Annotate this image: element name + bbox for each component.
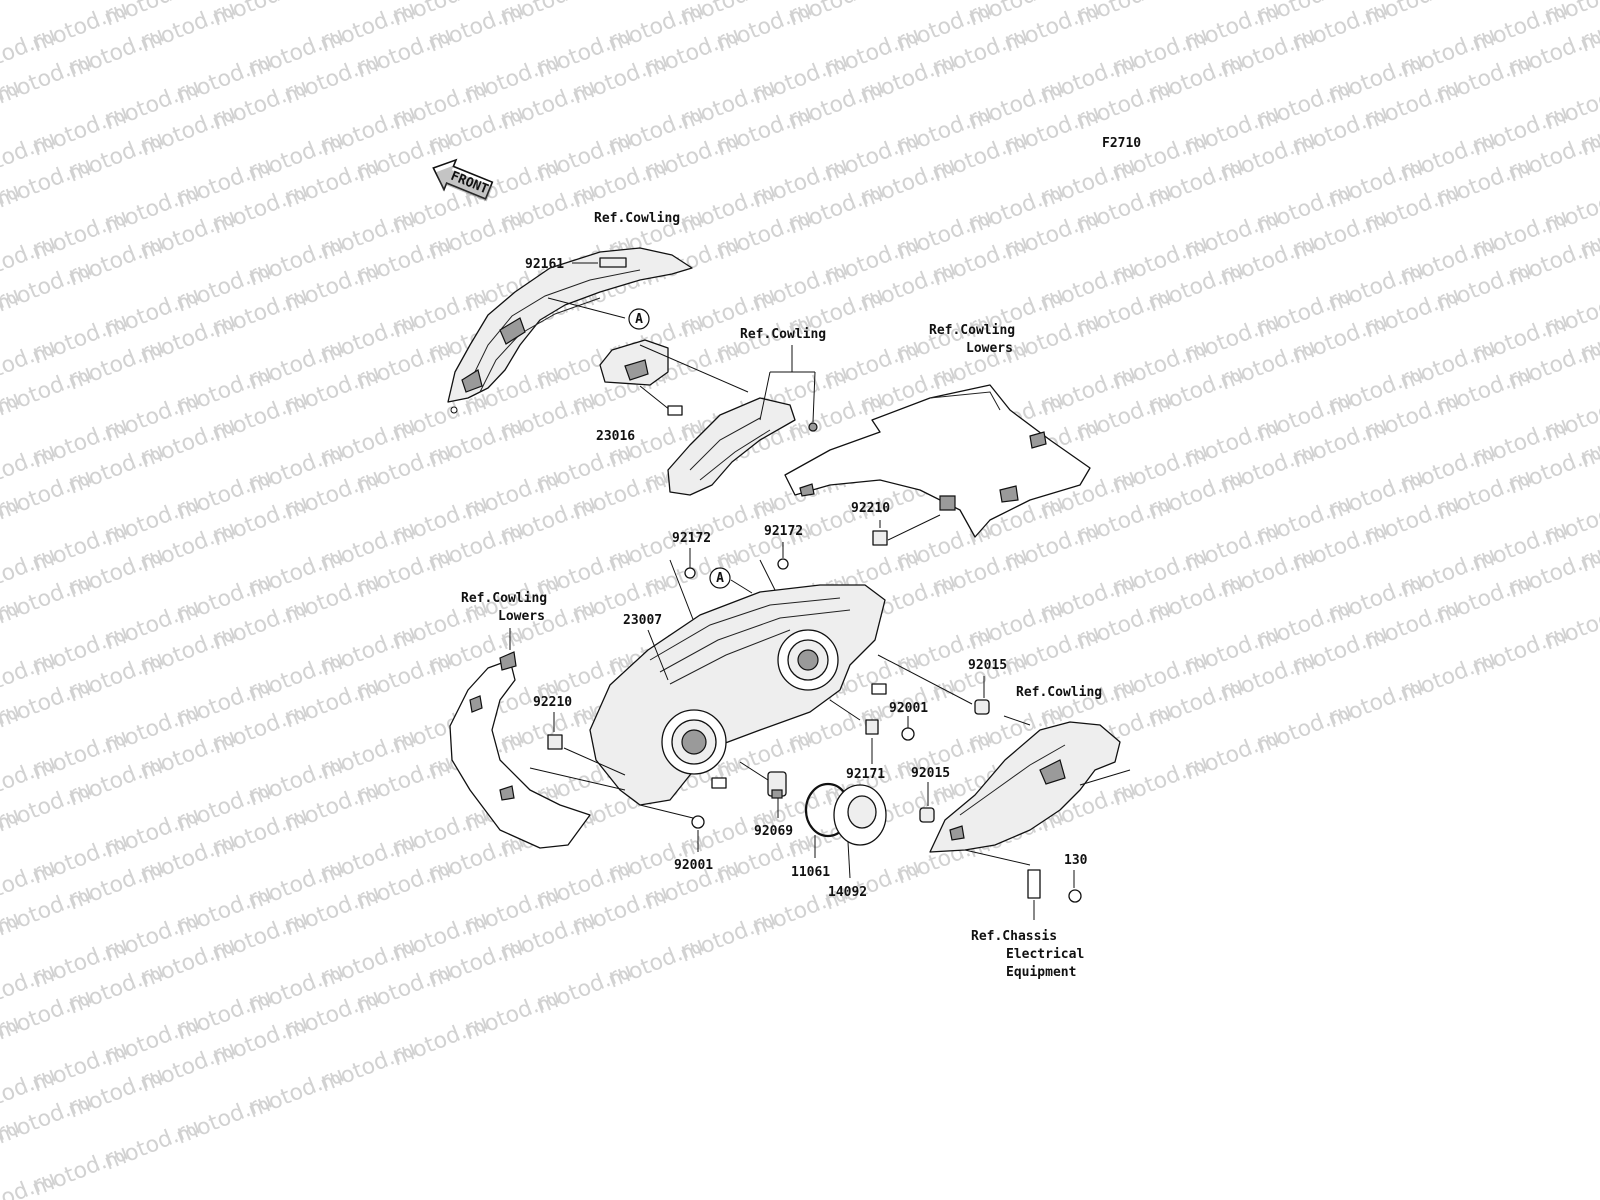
headlight-assembly-23007 xyxy=(589,584,887,806)
part-92210-left: 92210 xyxy=(533,695,572,710)
watermark-text: motod.ru xyxy=(497,0,600,32)
watermark-text: motod.ru xyxy=(785,0,888,32)
watermark-text: motod.ru xyxy=(1433,0,1536,6)
grommet-92015-bottom xyxy=(919,807,935,823)
part-23016: 23016 xyxy=(596,429,635,444)
label-ref-cowling-right: Ref.Cowling xyxy=(1016,685,1102,700)
ref-mark-a-bottom: A xyxy=(709,567,731,589)
watermark-text: motod.ru xyxy=(281,0,384,6)
air-duct-cover xyxy=(667,397,818,496)
label-ref-cowling-lowers-left-1: Ref.Cowling xyxy=(461,591,547,606)
upper-inner-cowling xyxy=(447,247,693,414)
part-92069: 92069 xyxy=(754,824,793,839)
grommet-92015-top xyxy=(974,699,990,715)
bolt-130 xyxy=(1068,889,1082,903)
cowling-lower-right xyxy=(784,384,1091,538)
label-ref-chassis-3: Equipment xyxy=(1006,965,1076,980)
part-92171: 92171 xyxy=(846,767,885,782)
pad-92161 xyxy=(599,257,627,268)
grommet-92171 xyxy=(865,719,879,735)
part-11061: 11061 xyxy=(791,865,830,880)
label-ref-cowling-lowers-left-2: Lowers xyxy=(498,609,545,624)
part-92015-bottom: 92015 xyxy=(911,766,950,781)
part-92172-left: 92172 xyxy=(672,531,711,546)
bolt-92001-right xyxy=(901,727,915,741)
ref-mark-a-bottom-text: A xyxy=(716,571,724,586)
clip-92210-right xyxy=(872,530,888,546)
watermark-text: motod.ru xyxy=(569,0,672,6)
part-92015-top: 92015 xyxy=(968,658,1007,673)
part-92172-right: 92172 xyxy=(764,524,803,539)
label-ref-cowling-top: Ref.Cowling xyxy=(594,211,680,226)
part-23007: 23007 xyxy=(623,613,662,628)
part-92001-right: 92001 xyxy=(889,701,928,716)
screw-92172-left xyxy=(684,567,696,579)
clip-92210-left xyxy=(547,734,563,750)
watermark-text: motod.ru xyxy=(1073,0,1176,32)
meter-cover-right xyxy=(929,721,1121,853)
watermark-text: motod.ru xyxy=(1145,0,1248,6)
part-130: 130 xyxy=(1064,853,1088,868)
ref-mark-a-top: A xyxy=(628,308,650,330)
label-ref-chassis-1: Ref.Chassis xyxy=(971,929,1057,944)
ref-mark-a-top-text: A xyxy=(635,312,643,327)
label-ref-cowling-lowers-right-1: Ref.Cowling xyxy=(929,323,1015,338)
part-92001-bottom: 92001 xyxy=(674,858,713,873)
bracket-23016 xyxy=(599,339,683,416)
figure-code: F2710 xyxy=(1102,136,1141,151)
screw-92172-right xyxy=(777,558,789,570)
part-92210-right: 92210 xyxy=(851,501,890,516)
cap-14092 xyxy=(833,784,887,846)
watermark-text: motod.ru xyxy=(857,0,960,6)
label-ref-cowling-lowers-right-2: Lowers xyxy=(966,341,1013,356)
part-92161: 92161 xyxy=(525,257,564,272)
bulb-92069 xyxy=(767,771,787,799)
bracket-ref-chassis xyxy=(1027,869,1041,899)
leader-a-top xyxy=(547,297,626,319)
label-ref-cowling-mid: Ref.Cowling xyxy=(740,327,826,342)
label-ref-chassis-2: Electrical xyxy=(1006,947,1084,962)
cowling-lower-left xyxy=(449,651,591,849)
watermark-text: motod.ru xyxy=(0,0,96,6)
watermark-text: motod.ru xyxy=(209,0,312,32)
part-14092: 14092 xyxy=(828,885,867,900)
bolt-92001-bottom xyxy=(691,815,705,829)
watermark-text: motod.ru xyxy=(1361,0,1464,32)
